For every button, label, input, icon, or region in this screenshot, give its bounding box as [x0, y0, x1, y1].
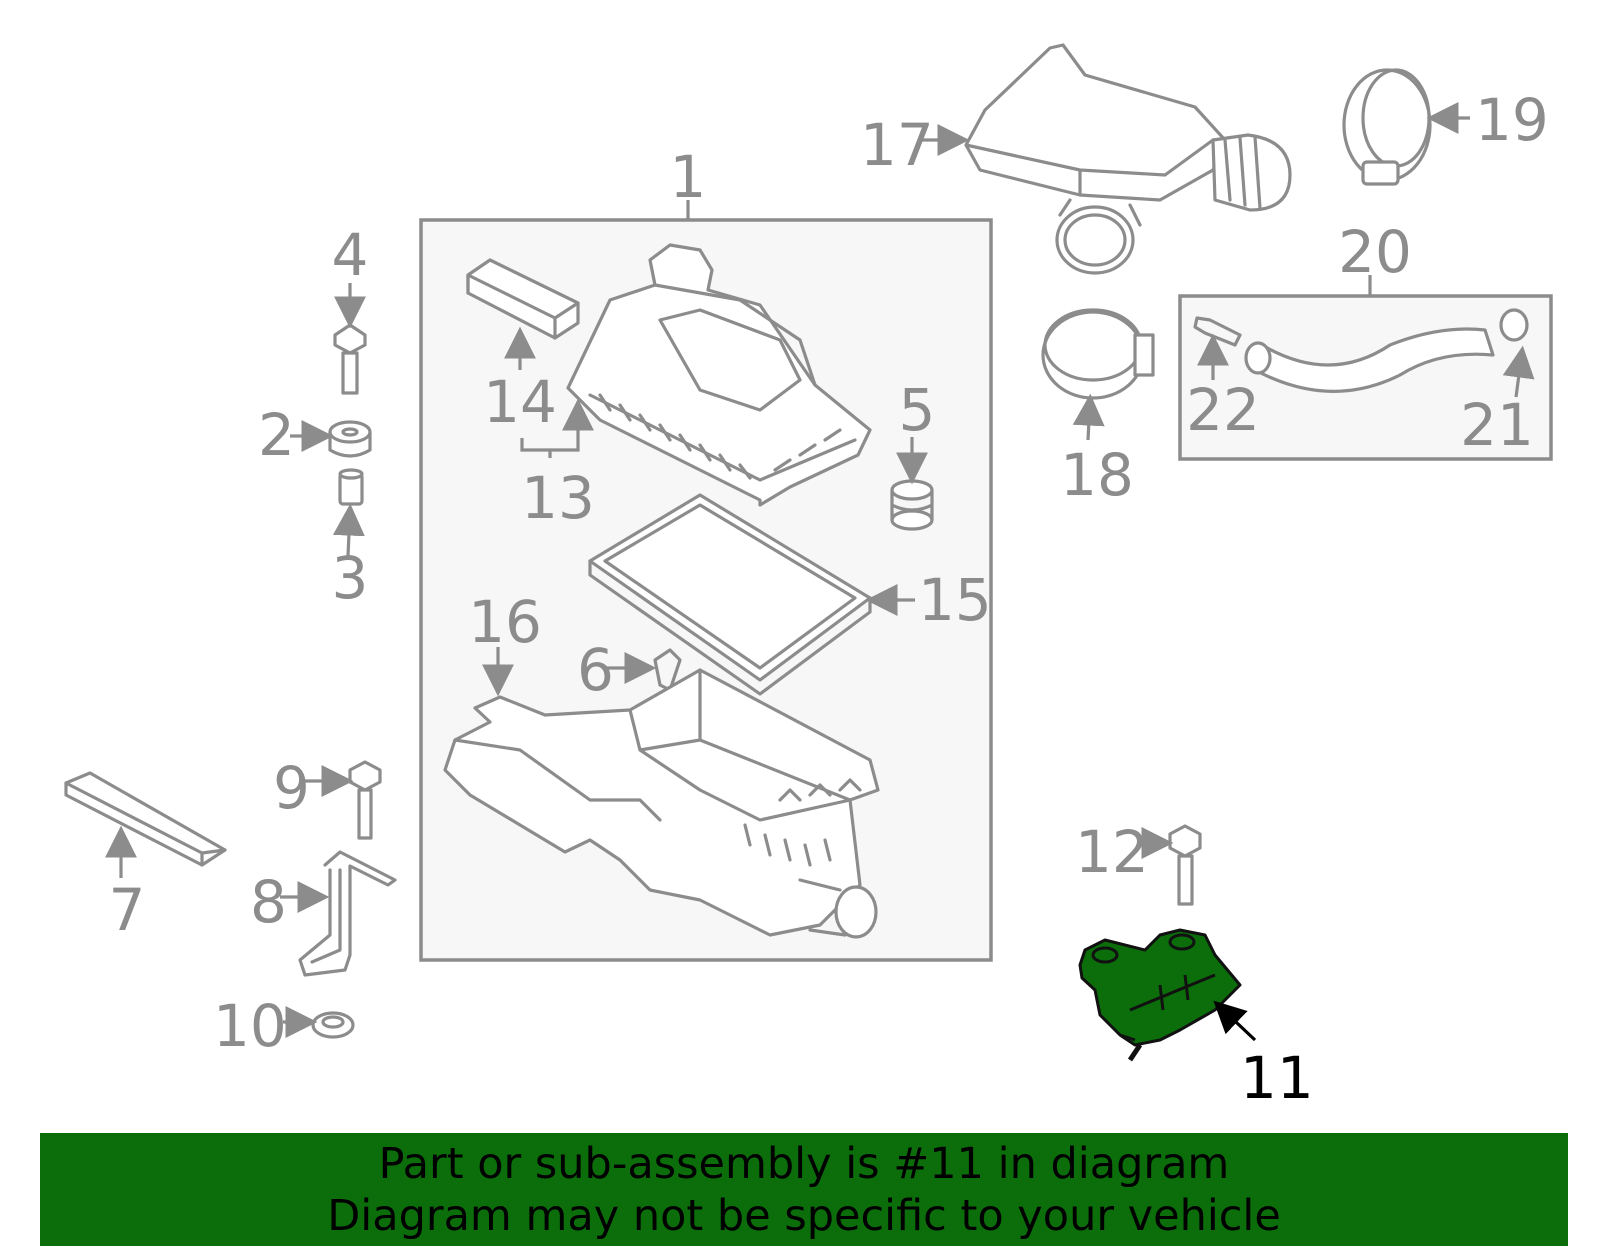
part-9-bolt [348, 760, 382, 840]
part-19-clamp [1342, 68, 1432, 186]
part-17-duct [964, 43, 1292, 275]
label-3: 3 [332, 544, 369, 612]
label-4: 4 [332, 221, 369, 289]
banner-line-2: Diagram may not be specific to your vehi… [327, 1190, 1281, 1241]
label-20: 20 [1338, 218, 1412, 286]
label-13: 13 [521, 464, 595, 532]
label-19: 19 [1475, 86, 1549, 154]
label-1: 1 [670, 143, 707, 211]
label-18: 18 [1060, 441, 1134, 509]
label-16: 16 [468, 588, 542, 656]
label-17: 17 [860, 111, 934, 179]
part-3-collar [338, 468, 364, 506]
label-10: 10 [213, 992, 287, 1060]
part-14-sensor [466, 258, 580, 340]
label-5: 5 [899, 376, 936, 444]
label-12: 12 [1075, 818, 1149, 886]
label-21: 21 [1460, 391, 1534, 459]
part-7-pad [64, 771, 227, 867]
part-2-bushing [328, 420, 372, 458]
label-7: 7 [109, 876, 146, 944]
label-11: 11 [1240, 1044, 1314, 1112]
part-20-hose [1193, 308, 1529, 393]
part-10-grommet [311, 1011, 355, 1039]
part-11-bracket-highlighted[interactable] [1078, 928, 1242, 1062]
part-8-bracket [298, 850, 397, 977]
label-6: 6 [577, 636, 614, 704]
label-14: 14 [483, 368, 557, 436]
label-15: 15 [918, 566, 992, 634]
info-banner: Part or sub-assembly is #11 in diagram D… [40, 1133, 1568, 1246]
label-8: 8 [250, 868, 287, 936]
label-22: 22 [1186, 376, 1260, 444]
part-12-bolt [1168, 824, 1202, 906]
label-2: 2 [258, 401, 295, 469]
part-5-grommet [890, 479, 934, 531]
label-9: 9 [273, 754, 310, 822]
part-air-cleaner-housing [443, 668, 880, 939]
part-air-cleaner-cover [566, 243, 872, 507]
banner-line-1: Part or sub-assembly is #11 in diagram [378, 1138, 1230, 1189]
part-6-clip [653, 648, 682, 692]
part-18-clamp [1041, 308, 1155, 400]
part-4-bolt [333, 323, 367, 395]
